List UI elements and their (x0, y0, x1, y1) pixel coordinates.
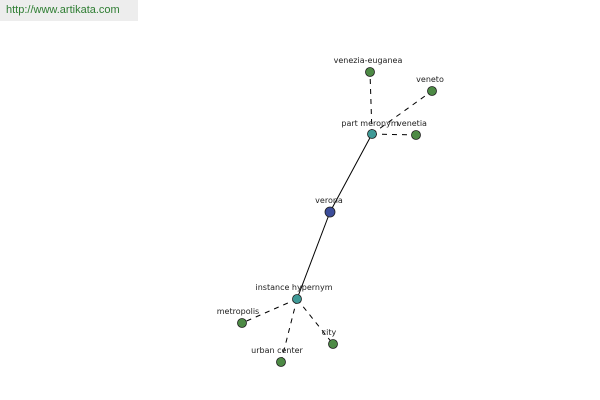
node-label-veneto: veneto (416, 75, 444, 84)
nodes-layer (237, 67, 437, 367)
edge-verona-part-meronym (329, 133, 373, 213)
edge-instance-hypernym-metropolis (241, 298, 298, 324)
node-part-meronym[interactable] (367, 129, 377, 139)
node-label-part-meronym: part meronym (341, 119, 398, 128)
node-venetia[interactable] (411, 130, 421, 140)
node-label-venezia-euganea: venezia-euganea (334, 56, 403, 65)
node-label-metropolis: metropolis (217, 307, 259, 316)
edge-part-meronym-venezia-euganea (369, 71, 373, 135)
edges-layer (241, 71, 433, 363)
node-label-venetia: venetia (397, 119, 427, 128)
labels-layer: verona part meronym instance hypernym venez… (217, 56, 444, 355)
node-venezia-euganea[interactable] (365, 67, 375, 77)
edge-part-meronym-veneto (371, 90, 433, 135)
node-veneto[interactable] (427, 86, 437, 96)
watermark-url[interactable]: http://www.artikata.com (0, 0, 138, 21)
edge-verona-instance-hypernym (296, 211, 331, 300)
node-city[interactable] (328, 339, 338, 349)
node-label-urban-center: urban center (251, 346, 303, 355)
edge-part-meronym-venetia (371, 133, 417, 136)
node-verona[interactable] (324, 206, 336, 218)
edge-instance-hypernym-urban-center (280, 298, 298, 363)
node-label-verona: verona (315, 196, 343, 205)
node-metropolis[interactable] (237, 318, 247, 328)
node-label-city: city (322, 328, 337, 337)
node-urban-center[interactable] (276, 357, 286, 367)
node-label-instance-hypernym: instance hypernym (256, 283, 333, 292)
edge-instance-hypernym-city (296, 298, 334, 345)
node-instance-hypernym[interactable] (292, 294, 302, 304)
